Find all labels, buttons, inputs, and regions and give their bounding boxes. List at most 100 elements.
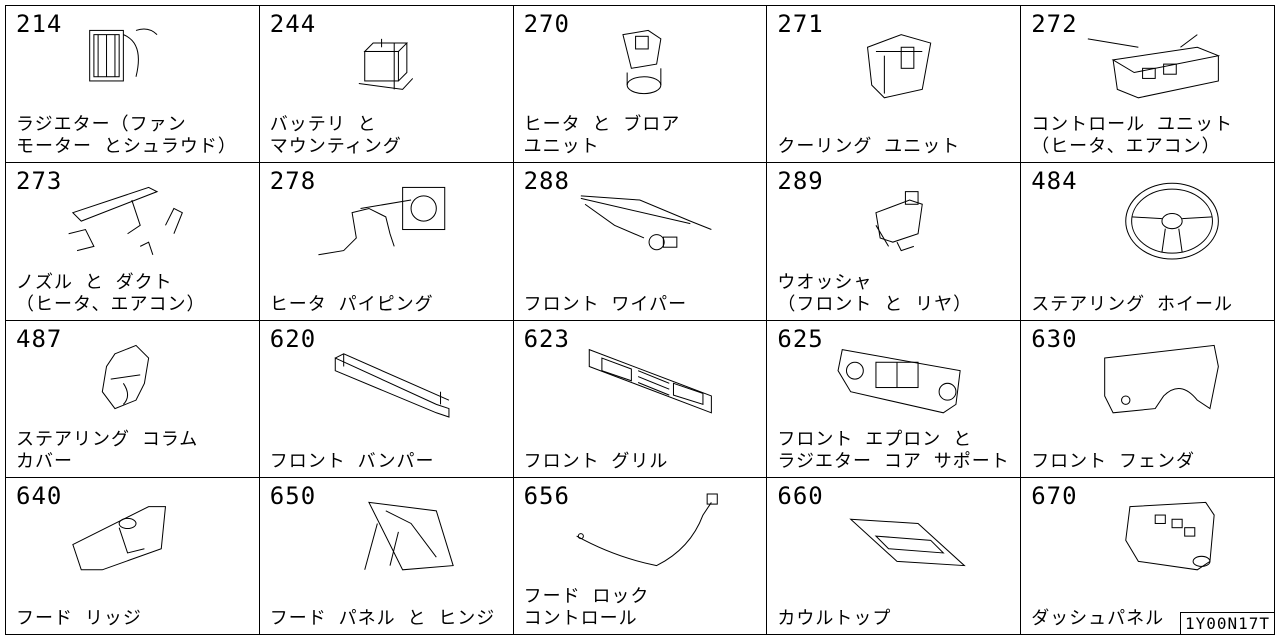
part-label: ヒータ パイピング xyxy=(270,294,434,316)
part-label-line2: カウルトップ xyxy=(777,608,892,629)
part-label: フロント ワイパー xyxy=(524,294,687,316)
part-label-line1: ウオッシャ xyxy=(777,271,873,293)
part-cell-630[interactable]: 630 フロント フェンダ xyxy=(1021,320,1275,478)
part-code: 487 xyxy=(16,324,63,353)
part-label-line1: フード ロック xyxy=(523,586,650,607)
part-code: 656 xyxy=(523,481,570,510)
steering-wheel-icon xyxy=(1071,169,1231,269)
battery-icon xyxy=(310,12,470,112)
part-label-line2: モーター とシュラウド） xyxy=(16,136,237,158)
part-label: バッテリ とマウンティング xyxy=(270,114,402,158)
part-label: フード リッジ xyxy=(16,608,142,630)
part-label: フロント エプロン とラジエター コア サポート xyxy=(777,429,1009,473)
part-label-line1: コントロール ユニット xyxy=(1031,114,1234,136)
part-label-line2: フロント ワイパー xyxy=(523,293,688,315)
part-label-line1: ヒータ と ブロア xyxy=(523,114,681,136)
part-cell-487[interactable]: 487 ステアリング コラムカバー xyxy=(6,320,260,478)
part-label-line2: （ヒータ、エアコン） xyxy=(16,293,206,315)
part-label-line2: ダッシュパネル xyxy=(1031,608,1165,629)
part-code: 288 xyxy=(523,167,570,196)
part-label: ステアリング コラムカバー xyxy=(16,429,198,473)
apron-core-support-icon xyxy=(817,327,977,427)
part-label-line2: クーリング ユニット xyxy=(777,136,961,158)
part-code: 660 xyxy=(777,481,824,510)
part-code: 244 xyxy=(269,10,317,38)
part-cell-270[interactable]: 270 ヒータ と ブロアユニット xyxy=(513,6,768,164)
part-cell-288[interactable]: 288 フロント ワイパー xyxy=(513,163,768,321)
part-label-line2: フロント グリル xyxy=(523,450,669,472)
part-label-line2: ヒータ パイピング xyxy=(269,293,434,315)
part-cell-273[interactable]: 273 ノズル と ダクト（ヒータ、エアコン） xyxy=(6,163,260,321)
radiator-icon xyxy=(56,12,216,112)
part-code: 630 xyxy=(1031,324,1078,353)
part-label-line1: ステアリング コラム xyxy=(16,428,199,450)
front-wiper-icon xyxy=(564,169,724,269)
part-label: ダッシュパネル xyxy=(1031,608,1164,630)
reference-code: 1Y00N17T xyxy=(1179,612,1275,635)
part-cell-289[interactable]: 289 ウオッシャ（フロント と リヤ） xyxy=(767,163,1022,321)
part-label-line1: ラジエター（ファン xyxy=(16,114,187,136)
part-code: 625 xyxy=(777,324,824,353)
part-code: 640 xyxy=(16,481,63,510)
part-label: コントロール ユニット（ヒータ、エアコン） xyxy=(1031,114,1233,158)
part-cell-650[interactable]: 650 フード パネル と ヒンジ xyxy=(259,477,514,635)
part-code: 278 xyxy=(269,167,317,196)
part-label-line2: フロント フェンダ xyxy=(1031,450,1196,472)
part-label-line2: ユニット xyxy=(523,136,600,158)
part-label-line1: バッテリ と xyxy=(269,114,377,136)
part-code: 270 xyxy=(523,10,570,38)
part-label: カウルトップ xyxy=(777,608,891,630)
front-grille-icon xyxy=(564,327,724,427)
hood-ridge-icon xyxy=(56,484,216,584)
part-code: 670 xyxy=(1031,481,1078,510)
part-label: ノズル と ダクト（ヒータ、エアコン） xyxy=(16,272,205,316)
column-cover-icon xyxy=(56,327,216,427)
part-cell-244[interactable]: 244 バッテリ とマウンティング xyxy=(259,6,514,164)
nozzle-duct-icon xyxy=(56,169,216,269)
dash-panel-icon xyxy=(1071,484,1231,584)
cooling-unit-icon xyxy=(817,12,977,112)
part-cell-656[interactable]: 656 フード ロックコントロール xyxy=(513,477,768,635)
heater-blower-icon xyxy=(564,12,724,112)
part-label-line1: ノズル と ダクト xyxy=(16,271,173,293)
part-cell-625[interactable]: 625 フロント エプロン とラジエター コア サポート xyxy=(767,320,1022,478)
part-code: 272 xyxy=(1031,10,1078,38)
part-label-line2: フード リッジ xyxy=(16,608,142,629)
part-cell-640[interactable]: 640 フード リッジ xyxy=(6,477,260,635)
part-cell-272[interactable]: 272 コントロール ユニット（ヒータ、エアコン） xyxy=(1021,6,1275,164)
part-label: ラジエター（ファンモーター とシュラウド） xyxy=(16,114,237,158)
part-code: 271 xyxy=(777,10,824,38)
part-label: フロント フェンダ xyxy=(1031,451,1195,473)
part-code: 620 xyxy=(269,324,317,353)
part-label: フロント グリル xyxy=(524,451,669,473)
part-code: 484 xyxy=(1031,167,1078,196)
part-cell-660[interactable]: 660 カウルトップ xyxy=(767,477,1022,635)
part-label: クーリング ユニット xyxy=(777,136,960,158)
part-label-line2: ラジエター コア サポート xyxy=(777,450,1010,472)
control-unit-icon xyxy=(1071,12,1231,112)
part-label: フード ロックコントロール xyxy=(524,586,650,630)
front-bumper-icon xyxy=(310,327,470,427)
hood-lock-control-icon xyxy=(564,484,724,584)
part-cell-620[interactable]: 620 フロント バンパー xyxy=(259,320,514,478)
part-code: 289 xyxy=(777,167,824,196)
part-label: ステアリング ホイール xyxy=(1031,294,1233,316)
part-label-line2: （フロント と リヤ） xyxy=(777,293,973,315)
part-label-line2: コントロール xyxy=(523,608,638,629)
hood-panel-hinge-icon xyxy=(310,484,470,584)
cowl-top-icon xyxy=(817,484,977,584)
part-cell-484[interactable]: 484 ステアリング ホイール xyxy=(1021,163,1275,321)
part-cell-670[interactable]: 670 ダッシュパネル xyxy=(1021,477,1275,635)
part-label-line2: フード パネル と ヒンジ xyxy=(269,608,496,629)
part-code: 650 xyxy=(269,481,317,510)
part-cell-278[interactable]: 278 ヒータ パイピング xyxy=(259,163,514,321)
part-cell-271[interactable]: 271 クーリング ユニット xyxy=(767,6,1022,164)
washer-icon xyxy=(817,169,977,269)
part-label-line2: ステアリング ホイール xyxy=(1031,293,1234,315)
part-label: フロント バンパー xyxy=(270,451,435,473)
part-code: 273 xyxy=(16,167,63,196)
part-label-line2: フロント バンパー xyxy=(269,450,435,472)
